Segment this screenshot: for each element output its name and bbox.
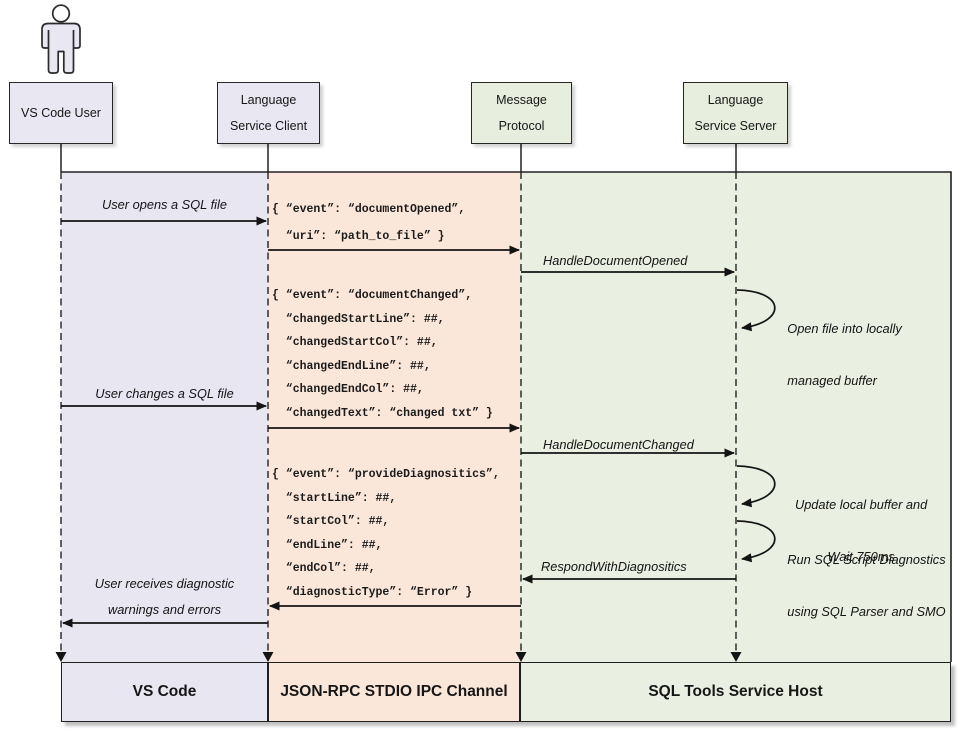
actor-box-language-service-client: Language Service Client: [217, 82, 320, 144]
annotation-update-buffer: Update local buffer and Wait 750ms: [794, 497, 928, 564]
lane-box-ipc-channel: JSON-RPC STDIO IPC Channel: [268, 662, 520, 722]
annotation-open-file: Open file into locally managed buffer: [787, 321, 902, 388]
lane-box-sql-tools-service-host: SQL Tools Service Host: [520, 662, 951, 722]
label-respond-with-diagnostics: RespondWithDiagnositics: [541, 559, 687, 574]
payload-provide-diagnostics: { “event”: “provideDiagnositics”, “start…: [272, 468, 500, 599]
label-handle-document-opened: HandleDocumentOpened: [543, 253, 688, 268]
actor-box-vscode-user: VS Code User: [9, 82, 113, 144]
actor-label-line1: Language: [707, 93, 764, 107]
label-handle-document-changed: HandleDocumentChanged: [543, 437, 694, 452]
actor-label-line2: Service Client: [229, 119, 308, 133]
actor-label-line1: Language: [240, 93, 297, 107]
annotation-run-diagnostics: Run SQL Script Diagnostics using SQL Par…: [787, 552, 946, 619]
actor-label-line1: Message: [496, 93, 547, 107]
label-user-receives: User receives diagnostic warnings and er…: [94, 576, 235, 617]
actor-label: VS Code User: [21, 106, 101, 120]
payload-document-opened: { “event”: “documentOpened”, “uri”: “pat…: [272, 203, 466, 243]
actor-label-line2: Service Server: [694, 119, 777, 133]
label-user-opens: User opens a SQL file: [102, 197, 227, 212]
payload-document-changed: { “event”: “documentChanged”, “changedSt…: [272, 289, 493, 420]
actor-label-line2: Protocol: [498, 119, 545, 133]
lifeline-connectors: [60, 144, 737, 172]
label-user-changes: User changes a SQL file: [95, 386, 234, 401]
lane-box-vscode: VS Code: [61, 662, 268, 722]
person-icon: [41, 4, 81, 74]
actor-box-message-protocol: Message Protocol: [471, 82, 572, 144]
actor-box-language-service-server: Language Service Server: [683, 82, 788, 144]
